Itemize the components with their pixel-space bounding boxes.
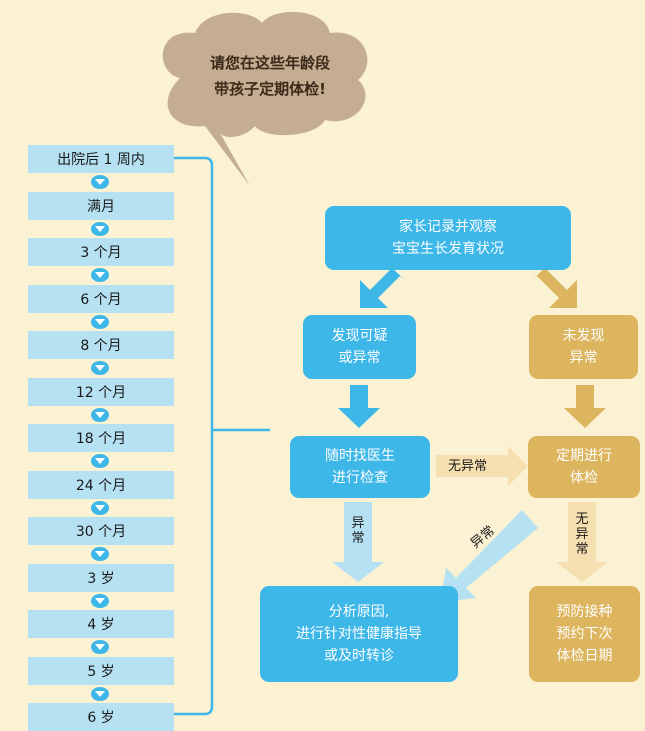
thought-cloud: [162, 11, 368, 186]
age-item: 24 个月: [28, 470, 174, 499]
age-item: 6 岁: [28, 703, 174, 731]
arrow-no-abnormal: [436, 446, 528, 486]
cloud-line-2: 带孩子定期体检!: [214, 80, 326, 98]
age-item: 30 个月: [28, 517, 174, 545]
observe-line-2: 宝宝生长发育状况: [392, 241, 504, 257]
observe-box: 家长记录并观察 宝宝生长发育状况: [325, 206, 571, 270]
arrow-to-suspicious: [360, 268, 405, 308]
label-no-abnormal-v-2: 异: [575, 527, 589, 542]
down-chevron-icon: [91, 547, 109, 561]
down-chevron-icon: [91, 454, 109, 468]
not-found-line-1: 未发现: [562, 328, 605, 344]
label-no-abnormal-v-3: 常: [575, 542, 589, 557]
label-abnormal-down-2: 常: [351, 531, 365, 546]
age-item: 5 岁: [28, 656, 174, 685]
label-abnormal-down-1: 异: [351, 516, 365, 531]
arrow-abnormal-diag: [440, 510, 538, 602]
arrow-abnormal-down: [332, 502, 384, 582]
age-item: 满月: [28, 191, 174, 220]
down-chevron-icon: [91, 686, 109, 701]
suspicious-line-2: 或异常: [338, 350, 381, 366]
not-found-box: 未发现 异常: [529, 315, 638, 379]
down-chevron-icon: [91, 593, 109, 608]
down-chevron-icon: [91, 268, 109, 282]
age-item: 出院后 1 周内: [28, 145, 174, 173]
age-item: 18 个月: [28, 424, 174, 452]
analyze-box: 分析原因, 进行针对性健康指导 或及时转诊: [260, 586, 458, 682]
analyze-line-1: 分析原因,: [328, 604, 390, 620]
see-doctor-line-1: 随时找医生: [325, 448, 395, 464]
age-item: 8 个月: [28, 331, 174, 359]
label-no-abnormal-horizontal: 无异常: [448, 459, 488, 474]
arrow-to-regular-check: [564, 385, 606, 428]
see-doctor-box: 随时找医生 进行检查: [290, 436, 430, 498]
age-item: 4 岁: [28, 610, 174, 638]
down-chevron-icon: [91, 640, 109, 654]
prevent-box: 预防接种 预约下次 体检日期: [529, 586, 640, 682]
arrow-to-not-found: [532, 268, 577, 308]
cloud-line-1: 请您在这些年龄段: [209, 54, 330, 72]
analyze-line-2: 进行针对性健康指导: [296, 626, 422, 642]
age-item: 3 个月: [28, 238, 174, 266]
prevent-line-3: 体检日期: [556, 648, 613, 664]
label-no-abnormal-v-1: 无: [575, 512, 589, 527]
down-chevron-icon: [91, 500, 109, 515]
label-no-abnormal-vertical: 无 异 常: [574, 512, 590, 557]
prevent-line-1: 预防接种: [556, 604, 613, 620]
label-abnormal-down: 异 常: [350, 516, 366, 546]
age-item: 6 个月: [28, 284, 174, 313]
down-chevron-icon: [91, 407, 109, 422]
suspicious-line-1: 发现可疑: [331, 328, 388, 344]
regular-check-line-2: 体检: [570, 470, 598, 486]
cloud-text: 请您在这些年龄段 带孩子定期体检!: [190, 50, 350, 102]
down-chevron-icon: [91, 175, 109, 189]
regular-check-line-1: 定期进行: [556, 448, 612, 464]
observe-line-1: 家长记录并观察: [399, 219, 497, 235]
analyze-line-3: 或及时转诊: [324, 648, 394, 664]
down-chevron-icon: [91, 221, 109, 236]
regular-check-box: 定期进行 体检: [528, 436, 640, 498]
prevent-line-2: 预约下次: [556, 626, 613, 642]
age-item: 12 个月: [28, 377, 174, 406]
down-chevron-icon: [91, 314, 109, 329]
see-doctor-line-2: 进行检查: [332, 470, 388, 486]
arrow-to-prevent: [556, 502, 608, 582]
down-chevron-icon: [91, 361, 109, 375]
age-item: 3 岁: [28, 563, 174, 592]
arrow-to-see-doctor: [338, 385, 380, 428]
not-found-line-2: 异常: [569, 350, 598, 366]
suspicious-box: 发现可疑 或异常: [303, 315, 416, 379]
